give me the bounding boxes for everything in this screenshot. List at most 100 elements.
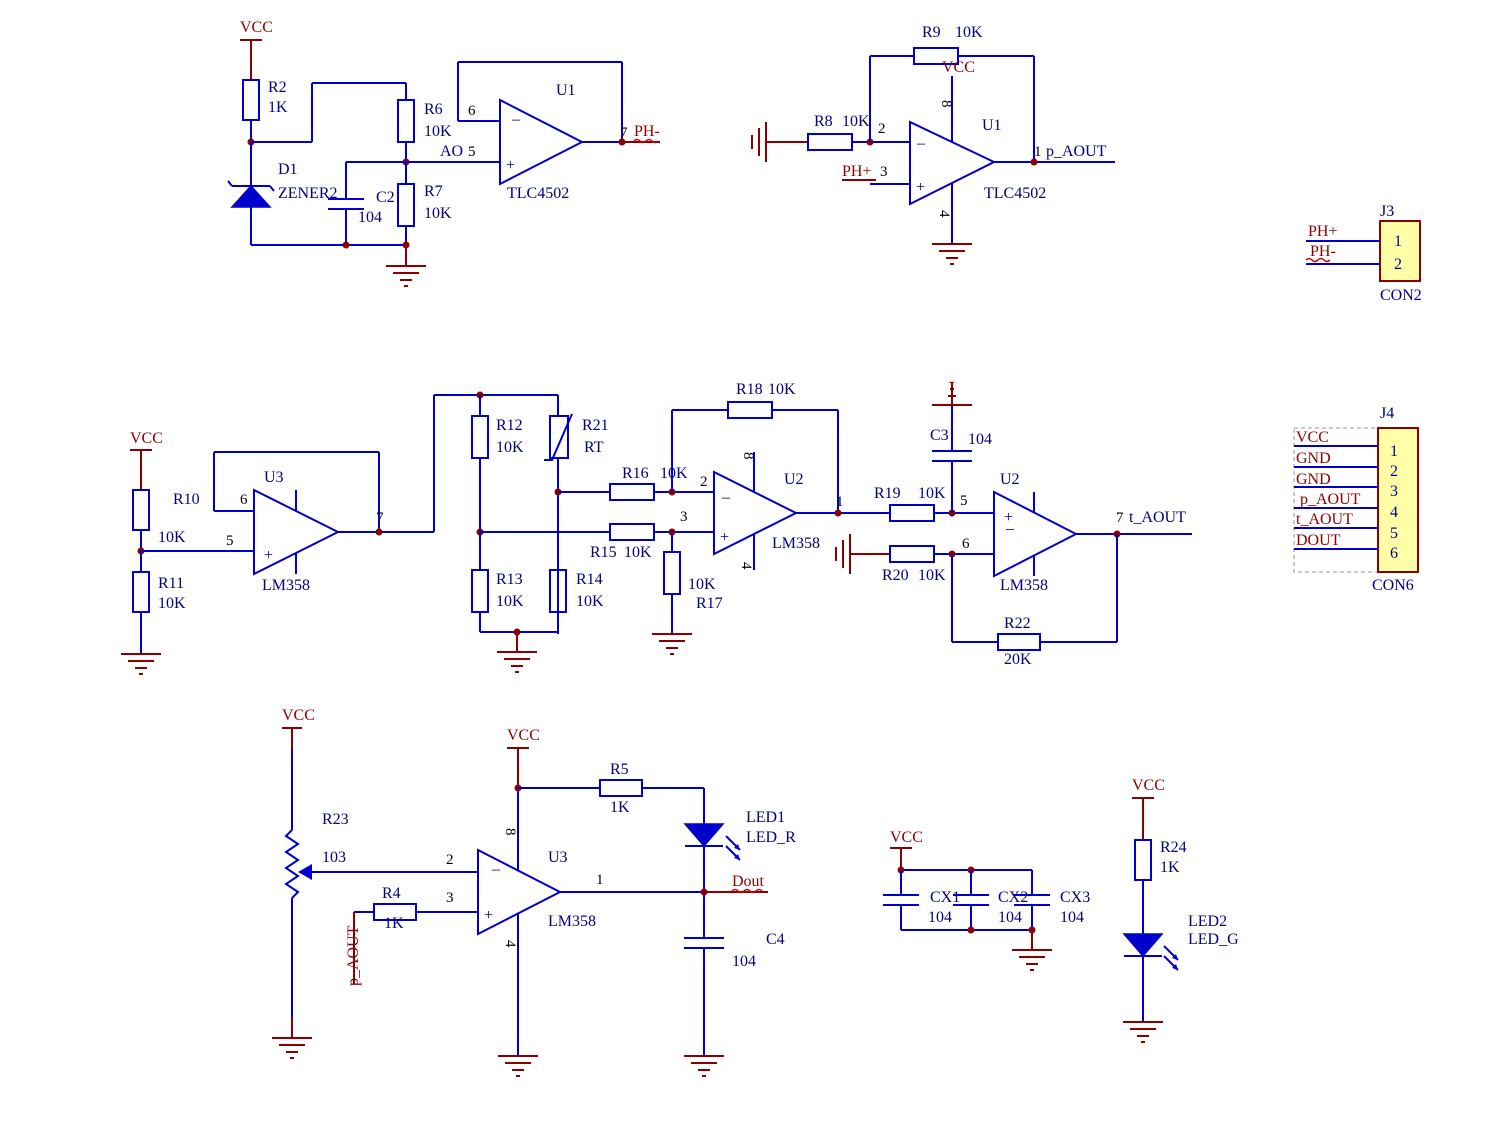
r15-ref: R15 bbox=[590, 544, 617, 561]
resistor-r2[interactable]: R2 1K bbox=[242, 79, 288, 142]
svg-text:6: 6 bbox=[1390, 545, 1398, 562]
capacitor-c3[interactable]: - C3 104 bbox=[930, 373, 992, 513]
vcc-symbol: VCC bbox=[890, 829, 923, 870]
svg-text:2: 2 bbox=[700, 474, 708, 490]
svg-text:+: + bbox=[264, 547, 273, 564]
r10-ref: R10 bbox=[173, 491, 200, 508]
led-green-led2[interactable]: LED2 LED_G bbox=[1122, 913, 1239, 971]
resistor-r15[interactable]: R15 10K bbox=[590, 523, 655, 561]
resistor-r9[interactable]: R9 10K bbox=[913, 24, 983, 65]
r20-value: 10K bbox=[918, 567, 946, 584]
resistor-r5[interactable]: R5 1K bbox=[599, 761, 643, 816]
vcc-symbol: VCC bbox=[1132, 777, 1165, 840]
u1b-ref: U1 bbox=[982, 117, 1002, 134]
svg-text:PH-: PH- bbox=[1310, 243, 1336, 260]
vcc-symbol: VCC bbox=[240, 19, 273, 80]
connector-j3[interactable]: J3 1 2 PH+ PH- CON2 bbox=[1305, 203, 1422, 304]
resistor-r16[interactable]: R16 10K bbox=[609, 465, 688, 501]
resistor-r8[interactable]: R8 10K bbox=[807, 113, 910, 151]
r17-ref: R17 bbox=[696, 595, 723, 612]
zener-diode-d1[interactable]: D1 ZENER2 bbox=[227, 142, 338, 245]
ground-symbol bbox=[121, 653, 161, 675]
r11-ref: R11 bbox=[158, 575, 184, 592]
r13-ref: R13 bbox=[496, 571, 523, 588]
capacitor-c2[interactable]: C2 104 bbox=[328, 162, 395, 245]
vcc-label: VCC bbox=[240, 19, 273, 36]
resistor-r6[interactable]: R6 10K bbox=[397, 99, 452, 162]
r6-value: 10K bbox=[424, 123, 452, 140]
capacitor-cx2[interactable]: CX2 104 bbox=[953, 870, 1028, 930]
r19-ref: R19 bbox=[874, 485, 901, 502]
resistor-r12[interactable]: R12 10K bbox=[471, 395, 524, 532]
opamp-u3b[interactable]: – + U3 LM358 bbox=[477, 848, 596, 936]
r8-value: 10K bbox=[842, 113, 870, 130]
svg-text:GND: GND bbox=[1296, 471, 1331, 488]
opamp-u1b[interactable]: – + U1 TLC4502 bbox=[909, 117, 1046, 206]
j4-value: CON6 bbox=[1372, 577, 1414, 594]
resistor-r22[interactable]: R22 20K bbox=[997, 615, 1041, 668]
vcc-label: VCC bbox=[942, 59, 975, 76]
d1-ref: D1 bbox=[278, 161, 298, 178]
dout-net: Dout bbox=[732, 873, 765, 890]
resistor-r19[interactable]: R19 10K bbox=[874, 485, 946, 522]
r23-ref: R23 bbox=[322, 811, 349, 828]
resistor-r13[interactable]: R13 10K bbox=[471, 532, 524, 632]
resistor-r24[interactable]: R24 1K bbox=[1134, 839, 1187, 934]
svg-text:3: 3 bbox=[446, 890, 454, 906]
opamp-u2b[interactable]: + _ U2 LM358 bbox=[993, 471, 1079, 594]
resistor-r11[interactable]: R11 10K bbox=[132, 551, 186, 654]
svg-text:6: 6 bbox=[240, 492, 248, 508]
j4-pin-numbers: 1 2 3 4 5 6 bbox=[1390, 443, 1398, 562]
cx1-value: 104 bbox=[928, 909, 952, 926]
led-red-led1[interactable]: LED1 LED_R bbox=[683, 809, 796, 861]
potentiometer-r23[interactable]: R23 103 bbox=[284, 750, 349, 1018]
svg-text:p_AOUT: p_AOUT bbox=[1300, 491, 1361, 508]
resistor-r18[interactable]: R18 10K bbox=[727, 381, 796, 419]
comparator-circuit: VCC R23 103 2 p_AOUT R4 1K 3 bbox=[272, 707, 796, 1077]
vcc-symbol: VCC bbox=[130, 430, 163, 490]
connector-j4[interactable]: J4 1 2 3 4 5 6 VCC GND GND p_AOUT t_AOUT… bbox=[1293, 405, 1419, 594]
r21-ref: R21 bbox=[582, 417, 609, 434]
ground-symbol bbox=[835, 534, 890, 574]
p-aout-net: p_AOUT bbox=[1046, 143, 1107, 160]
ground-symbol bbox=[932, 243, 972, 265]
svg-text:8: 8 bbox=[740, 452, 756, 460]
r14-ref: R14 bbox=[576, 571, 603, 588]
svg-text:5: 5 bbox=[1390, 525, 1398, 542]
r20-ref: R20 bbox=[882, 567, 909, 584]
resistor-r4[interactable]: R4 1K bbox=[373, 885, 417, 932]
capacitor-cx1[interactable]: CX1 104 bbox=[883, 870, 960, 930]
cx1-ref: CX1 bbox=[930, 889, 960, 906]
r2-value: 1K bbox=[268, 99, 288, 116]
opamp-u2a[interactable]: – + U2 LM358 bbox=[713, 452, 820, 570]
svg-text:+: + bbox=[1004, 509, 1013, 526]
vcc-label: VCC bbox=[282, 707, 315, 724]
svg-text:5: 5 bbox=[226, 533, 234, 549]
opamp-u1a[interactable]: – + U1 TLC4502 bbox=[499, 82, 585, 202]
thermistor-r21[interactable]: R21 RT bbox=[544, 395, 609, 634]
opamp-u3a[interactable]: + U3 LM358 bbox=[253, 469, 341, 594]
cx2-value: 104 bbox=[998, 909, 1022, 926]
resistor-r17[interactable]: 10K R17 bbox=[663, 532, 723, 634]
svg-text:GND: GND bbox=[1296, 450, 1331, 467]
svg-text:7: 7 bbox=[376, 510, 384, 526]
vcc-label: VCC bbox=[130, 430, 163, 447]
j4-pin-lines bbox=[1294, 445, 1378, 550]
svg-text:_: _ bbox=[1005, 515, 1015, 532]
resistor-r7[interactable]: R7 10K bbox=[397, 162, 452, 245]
r4-value: 1K bbox=[384, 915, 404, 932]
resistor-r10[interactable]: R10 10K bbox=[132, 489, 200, 551]
capacitor-cx3[interactable]: CX3 104 bbox=[1014, 870, 1090, 930]
svg-text:-: - bbox=[949, 373, 954, 390]
svg-text:–: – bbox=[511, 111, 521, 128]
resistor-r20[interactable]: R20 10K bbox=[882, 545, 946, 584]
ground-symbol bbox=[1012, 930, 1052, 971]
vcc-label: VCC bbox=[1132, 777, 1165, 794]
svg-text:4: 4 bbox=[936, 210, 952, 218]
capacitor-c4[interactable]: C4 104 bbox=[684, 931, 785, 1056]
u1a-ref: U1 bbox=[556, 82, 576, 99]
c2-value: 104 bbox=[358, 209, 382, 226]
svg-text:1: 1 bbox=[1394, 233, 1402, 250]
resistor-r14[interactable]: R14 10K bbox=[549, 569, 604, 613]
